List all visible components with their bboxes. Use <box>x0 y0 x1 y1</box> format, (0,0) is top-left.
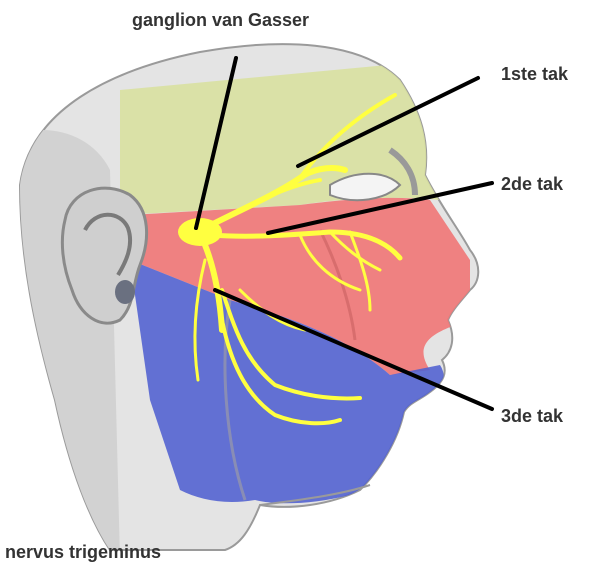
label-branch-2: 2de tak <box>501 174 563 195</box>
label-ganglion: ganglion van Gasser <box>132 10 309 31</box>
diagram-title: nervus trigeminus <box>5 542 161 563</box>
label-branch-1: 1ste tak <box>501 64 568 85</box>
label-branch-3: 3de tak <box>501 406 563 427</box>
